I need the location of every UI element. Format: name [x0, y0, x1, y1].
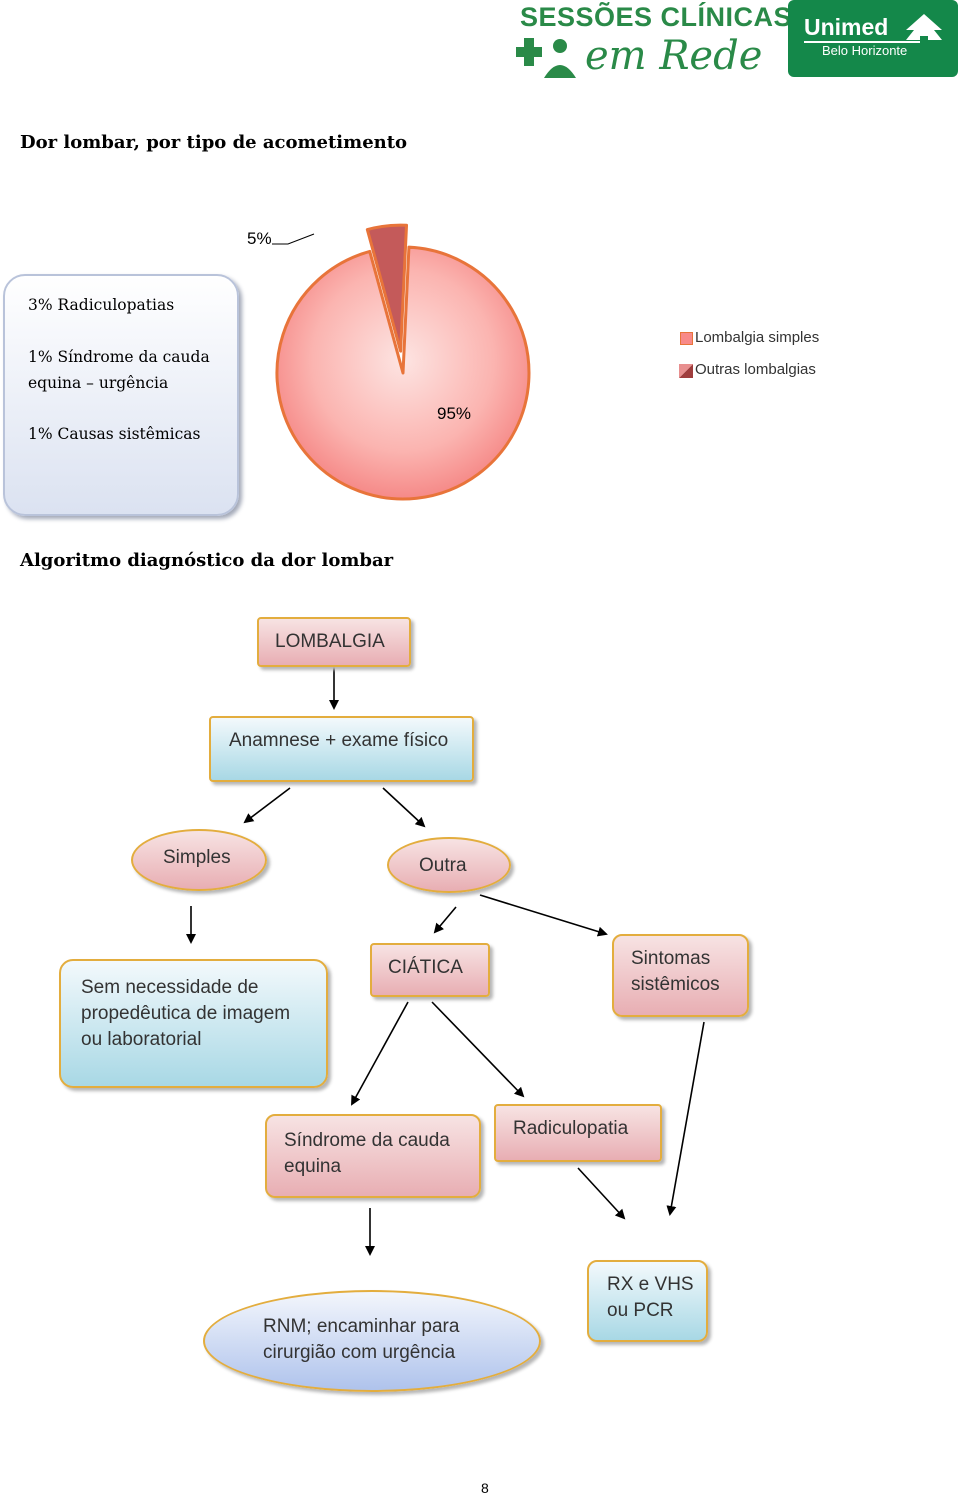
section-title-chart: Dor lombar, por tipo de acometimento	[20, 132, 408, 153]
breakdown-sistemicas: 1% Causas sistêmicas	[28, 425, 201, 443]
flow-sintomas-line1: Sintomas	[631, 948, 711, 969]
flow-rx-line2: ou PCR	[607, 1300, 674, 1321]
flow-sem-line3: ou laboratorial	[81, 1029, 202, 1050]
page-number: 8	[481, 1480, 489, 1496]
pie-slice-outras-lombalgias	[365, 223, 409, 353]
breakdown-radiculopatias: 3% Radiculopatias	[28, 296, 175, 314]
unimed-divider	[804, 41, 922, 43]
flow-sem-line1: Sem necessidade de	[81, 977, 259, 998]
section-title-algorithm: Algoritmo diagnóstico da dor lombar	[20, 550, 394, 571]
legend-swatch-simples	[680, 332, 693, 345]
unimed-city: Belo Horizonte	[822, 43, 908, 58]
flow-sintomas-line2: sistêmicos	[631, 974, 720, 995]
pie-slice-lombalgia-simples	[275, 245, 531, 501]
flow-sem-necessidade: Sem necessidade de propedêutica de image…	[59, 959, 328, 1088]
breakdown-cauda-line2: equina – urgência	[28, 374, 169, 392]
unimed-tree-icon	[906, 14, 942, 44]
flow-rnm-line2: cirurgião com urgência	[263, 1342, 456, 1363]
flow-sindrome-cauda: Síndrome da cauda equina	[265, 1114, 481, 1198]
flow-rnm-line1: RNM; encaminhar para	[263, 1316, 460, 1337]
slice-label-outras: 5%	[247, 229, 272, 248]
unimed-name: Unimed	[804, 14, 889, 40]
legend-label-outras: Outras lombalgias	[695, 361, 816, 378]
flow-sintomas-sistemicos: Sintomas sistêmicos	[612, 934, 749, 1017]
flow-simples: Simples	[131, 829, 267, 891]
flow-rx-vhs: RX e VHS ou PCR	[587, 1260, 708, 1342]
flow-lombalgia: LOMBALGIA	[257, 617, 411, 667]
breakdown-box	[3, 274, 239, 516]
brand-plus-icon	[516, 38, 576, 78]
breakdown-cauda-line1: 1% Síndrome da cauda	[28, 348, 210, 366]
flow-sem-line2: propedêutica de imagem	[81, 1003, 291, 1024]
flow-ciatica: CIÁTICA	[370, 943, 490, 997]
flow-radiculopatia: Radiculopatia	[494, 1104, 662, 1162]
flow-sindrome-line2: equina	[284, 1156, 342, 1177]
legend-swatch-outras	[679, 364, 693, 378]
brand-subtitle: em Rede	[585, 33, 763, 79]
pie-chart	[272, 223, 531, 501]
flow-anamnese: Anamnese + exame físico	[209, 716, 474, 782]
brand-title: SESSÕES CLÍNICAS	[520, 2, 793, 32]
flow-outra: Outra	[387, 837, 511, 893]
flow-rx-line1: RX e VHS	[607, 1274, 694, 1295]
slice-label-simples: 95%	[437, 404, 472, 423]
flow-sindrome-line1: Síndrome da cauda	[284, 1130, 450, 1151]
flow-rnm: RNM; encaminhar para cirurgião com urgên…	[203, 1290, 541, 1392]
legend-label-simples: Lombalgia simples	[695, 329, 820, 346]
